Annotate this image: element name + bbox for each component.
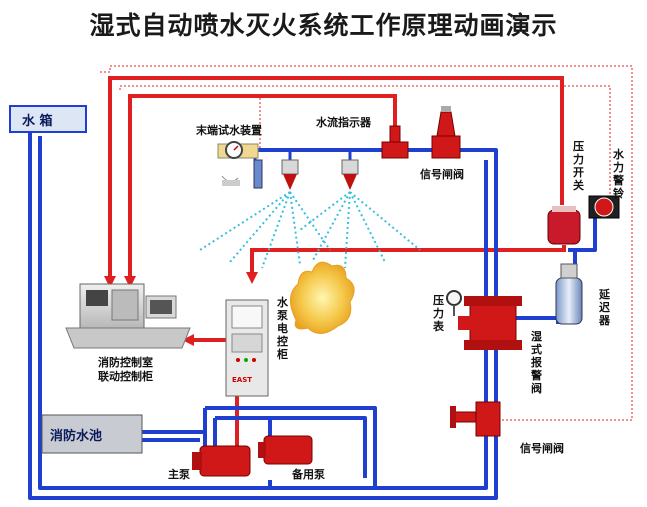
standby-pump-label: 备用泵 <box>292 468 325 481</box>
flow-indicator-label: 水流指示器 <box>316 116 371 129</box>
page-title: 湿式自动喷水灭火系统工作原理动画演示 <box>89 11 558 40</box>
end-test-device-label: 末端试水装置 <box>196 124 262 137</box>
signal-valve-bottom-label: 信号闸阀 <box>520 442 564 455</box>
arrow-to-cabinet-2 <box>124 276 136 288</box>
red-signal-lines <box>108 76 566 460</box>
pressure-gauge-label: 压力表 <box>433 294 444 333</box>
fire-pool-label: 消防水池 <box>50 429 103 444</box>
arrow-to-control-room <box>182 334 194 346</box>
cabinet-brand-label: EAST <box>232 376 253 384</box>
signal-gate-valve-icon <box>450 401 501 437</box>
flow-indicator-icon <box>381 125 409 159</box>
signal-gate-valve-icon <box>431 106 461 159</box>
pressure-gauge-icon <box>446 290 462 316</box>
sprinkler-head-icon <box>281 159 299 190</box>
main-pump-icon <box>192 445 251 477</box>
signal-valve-top-label: 信号闸阀 <box>420 168 464 181</box>
fire-flame-icon <box>290 261 355 334</box>
sprinkler-head-icon <box>341 159 359 190</box>
control-room-label-line2: 联动控制柜 <box>98 370 153 383</box>
control-room-label-line1: 消防控制室 <box>98 356 153 369</box>
water-alarm-bell-icon <box>588 195 620 219</box>
delay-chamber-label: 延迟器 <box>599 288 610 327</box>
water-tank-label: 水 箱 <box>22 114 53 129</box>
pressure-switch-label: 压力开关 <box>573 140 584 192</box>
fire-pool <box>41 414 143 454</box>
end-test-device-icon <box>217 141 263 189</box>
pump-control-cabinet-icon <box>225 299 269 397</box>
delay-chamber-icon <box>555 263 583 325</box>
pump-control-cabinet-label: 水泵电控柜 <box>277 296 288 361</box>
water-spray <box>199 191 421 269</box>
arrow-to-cabinet-1 <box>104 276 116 288</box>
water-alarm-bell-label: 水力警铃 <box>613 148 624 200</box>
water-tank <box>9 105 87 133</box>
main-pump-label: 主泵 <box>168 468 190 481</box>
standby-pump-icon <box>258 435 313 465</box>
pressure-switch-icon <box>547 206 581 245</box>
arrow-to-pump-cabinet <box>246 272 258 284</box>
wet-alarm-valve-label: 湿式报警阀 <box>531 330 542 395</box>
wet-alarm-valve-icon <box>458 296 522 350</box>
control-room-console-icon <box>65 283 191 349</box>
